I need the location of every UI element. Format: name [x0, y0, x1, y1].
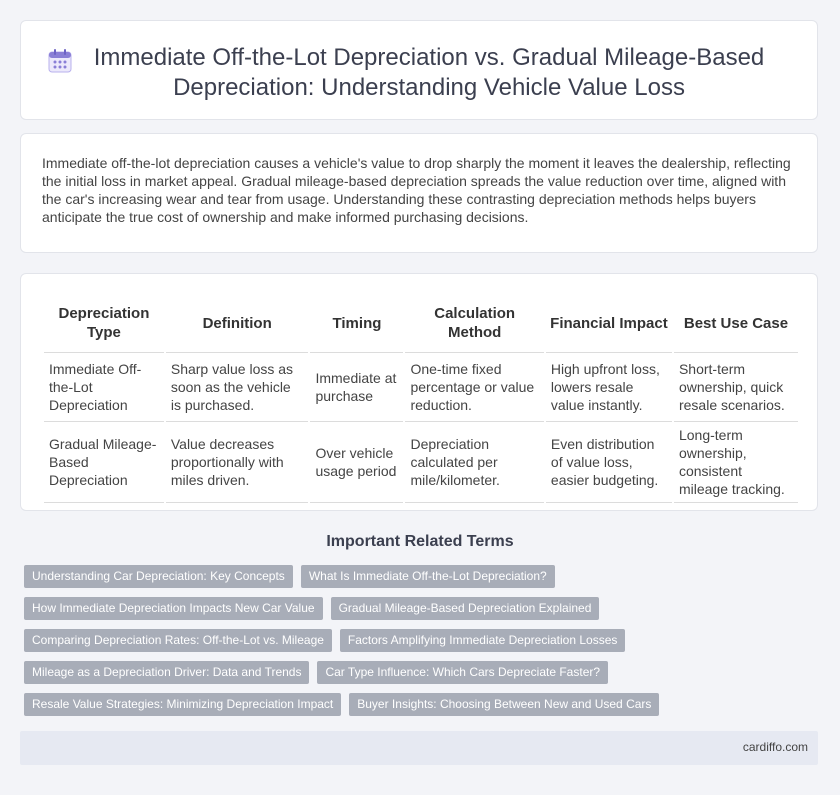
- page-title: Immediate Off-the-Lot Depreciation vs. G…: [93, 44, 765, 101]
- table-cell: Short-term ownership, quick resale scena…: [673, 353, 798, 422]
- table-cell: Over vehicle usage period: [310, 422, 404, 503]
- tag-row: Resale Value Strategies: Minimizing Depr…: [24, 693, 804, 716]
- calendar-icon: [47, 48, 73, 79]
- column-header: Definition: [165, 294, 309, 353]
- title-card: Immediate Off-the-Lot Depreciation vs. G…: [20, 20, 818, 120]
- table-cell: Value decreases proportionally with mile…: [165, 422, 309, 503]
- tag-row: Comparing Depreciation Rates: Off-the-Lo…: [24, 629, 804, 652]
- column-header: Calculation Method: [405, 294, 544, 353]
- related-term-link[interactable]: Buyer Insights: Choosing Between New and…: [349, 693, 660, 716]
- column-header: Timing: [310, 294, 404, 353]
- column-header: Best Use Case: [673, 294, 798, 353]
- related-term-link[interactable]: Factors Amplifying Immediate Depreciatio…: [339, 629, 626, 652]
- related-term-link[interactable]: Mileage as a Depreciation Driver: Data a…: [24, 661, 310, 684]
- tag-row: Mileage as a Depreciation Driver: Data a…: [24, 661, 804, 684]
- column-header: Depreciation Type: [44, 294, 164, 353]
- table-row: Gradual Mileage-Based Depreciation Value…: [44, 422, 798, 503]
- tag-row: How Immediate Depreciation Impacts New C…: [24, 597, 804, 620]
- table-cell: Immediate Off-the-Lot Depreciation: [44, 353, 164, 422]
- table-cell: Depreciation calculated per mile/kilomet…: [405, 422, 544, 503]
- table-header-row: Depreciation Type Definition Timing Calc…: [44, 294, 798, 353]
- related-terms-list: Understanding Car Depreciation: Key Conc…: [24, 565, 804, 725]
- intro-paragraph: Immediate off-the-lot depreciation cause…: [42, 155, 791, 225]
- related-term-link[interactable]: Car Type Influence: Which Cars Depreciat…: [317, 661, 609, 684]
- column-header: Financial Impact: [545, 294, 672, 353]
- comparison-table-card: Depreciation Type Definition Timing Calc…: [20, 273, 818, 511]
- related-term-link[interactable]: How Immediate Depreciation Impacts New C…: [24, 597, 323, 620]
- related-term-link[interactable]: Comparing Depreciation Rates: Off-the-Lo…: [24, 629, 332, 652]
- related-term-link[interactable]: What Is Immediate Off-the-Lot Depreciati…: [300, 565, 555, 588]
- related-term-link[interactable]: Understanding Car Depreciation: Key Conc…: [24, 565, 293, 588]
- table-cell: Long-term ownership, consistent mileage …: [673, 422, 798, 503]
- related-term-link[interactable]: Gradual Mileage-Based Depreciation Expla…: [330, 597, 600, 620]
- table-cell: Even distribution of value loss, easier …: [545, 422, 672, 503]
- site-link[interactable]: cardiffo.com: [742, 740, 808, 754]
- comparison-table: Depreciation Type Definition Timing Calc…: [42, 294, 800, 503]
- table-cell: Sharp value loss as soon as the vehicle …: [165, 353, 309, 422]
- table-cell: One-time fixed percentage or value reduc…: [405, 353, 544, 422]
- footer: cardiffo.com: [20, 731, 818, 765]
- table-cell: High upfront loss, lowers resale value i…: [545, 353, 672, 422]
- related-term-link[interactable]: Resale Value Strategies: Minimizing Depr…: [24, 693, 342, 716]
- table-row: Immediate Off-the-Lot Depreciation Sharp…: [44, 353, 798, 422]
- related-terms-heading: Important Related Terms: [326, 533, 514, 550]
- table-cell: Immediate at purchase: [310, 353, 404, 422]
- table-cell: Gradual Mileage-Based Depreciation: [44, 422, 164, 503]
- intro-card: Immediate off-the-lot depreciation cause…: [20, 133, 818, 253]
- tag-row: Understanding Car Depreciation: Key Conc…: [24, 565, 804, 588]
